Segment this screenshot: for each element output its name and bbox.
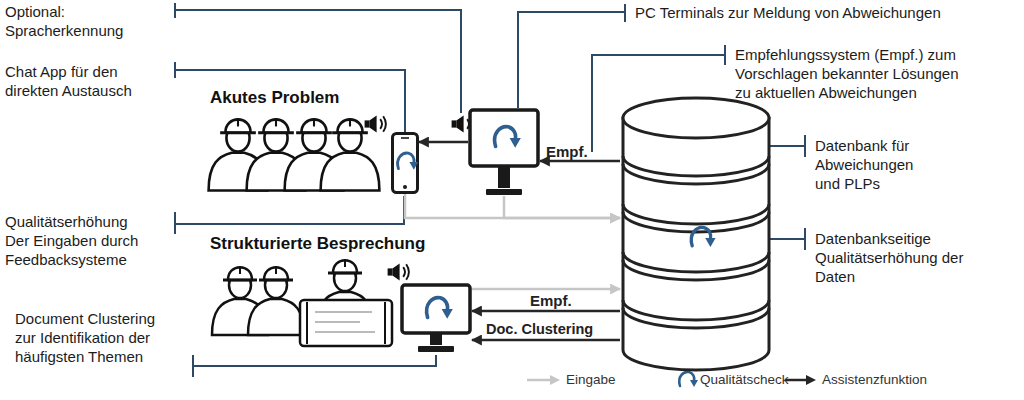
callout-text: Document Clustering zur Identifikation d… [15, 309, 175, 366]
input-line [504, 196, 620, 218]
meeting-monitor-icon [430, 333, 442, 345]
callout-text: Datenbankseitige Qualitätserhöhung der D… [815, 229, 990, 286]
worker-group-meeting [212, 259, 392, 346]
meeting-monitor-icon [400, 283, 472, 353]
meeting-monitor-icon: Document Clustering zur Identifikation d… [400, 283, 472, 353]
smartphone-icon [393, 134, 418, 193]
callout-text: Empfehlungssystem (Empf.) zum Vorschlage… [735, 45, 973, 102]
quality-check-symbol [495, 127, 521, 148]
legend-sample [806, 375, 816, 385]
smartphone-icon [401, 137, 409, 139]
callout-text: PC Terminals zur Meldung von Abweichunge… [635, 3, 1020, 22]
speaker-symbol [388, 264, 409, 281]
quality-check-symbol [398, 153, 419, 170]
assist-arrow [472, 339, 620, 342]
pc-terminal-icon [486, 189, 522, 195]
pc-terminal-icon [470, 110, 538, 166]
callout-text: Optional: Spracherkennung [5, 2, 155, 40]
database-cylinder [623, 260, 769, 280]
speaker-symbol [365, 116, 473, 281]
legend-sample [550, 375, 560, 385]
assist-arrow [472, 310, 620, 313]
smartphone-icon [403, 185, 407, 189]
legend-text: Qualitätscheck [700, 371, 789, 389]
blueprint-plan [315, 312, 375, 332]
input-line [405, 194, 620, 218]
database-cylinder [623, 204, 769, 224]
legend-text: Eingabe [566, 371, 616, 389]
callout-text: Qualitätserhöhung Der Eingaben durch Fee… [5, 212, 155, 269]
worker-figure [248, 266, 304, 335]
meeting-monitor-icon [402, 285, 470, 333]
callout-text: Chat App für den direkten Austausch [5, 62, 155, 100]
edge-label: Empf. [546, 143, 588, 160]
edge-label: Doc. Clustering [486, 321, 593, 338]
database-cylinder [620, 96, 772, 372]
leader-line [193, 355, 436, 377]
database-cylinder: Datenbank für Abweichungen und PLPsDaten… [620, 96, 772, 372]
group-heading: Strukturierte Besprechung [210, 234, 450, 254]
pc-terminal-icon [498, 166, 510, 188]
smartphone-icon: Chat App für den direkten AustauschQuali… [391, 132, 419, 194]
database-cylinder [623, 164, 769, 184]
database-cylinder [623, 308, 769, 328]
callout-text: Datenbank für Abweichungen und PLPs [815, 136, 925, 193]
database-cylinder [623, 252, 769, 272]
smartphone-icon [391, 132, 419, 194]
assist-arrow [419, 141, 468, 144]
blueprint-plan [300, 300, 392, 346]
quality-check-symbol [427, 298, 453, 319]
quality-check-symbol [679, 372, 698, 387]
group-heading: Akutes Problem [210, 88, 410, 108]
database-cylinder [623, 156, 769, 176]
database-cylinder [623, 118, 769, 370]
database-cylinder [623, 300, 769, 320]
pc-terminal-icon [468, 108, 540, 196]
assist-arrow [540, 160, 620, 163]
blueprint-plan [300, 300, 392, 346]
leader-line [175, 3, 461, 113]
quality-check-symbol [691, 227, 715, 247]
leader-line [175, 196, 404, 234]
blueprint-plan [307, 302, 385, 344]
pc-terminal-icon: PC Terminals zur Meldung von Abweichunge… [468, 108, 540, 196]
input-line [472, 288, 620, 291]
legend-sample [527, 379, 552, 382]
worker-figure [321, 118, 380, 190]
database-cylinder [623, 98, 769, 138]
edge-label: Empf. [530, 292, 572, 309]
legend-text: Assistenzfunktion [822, 371, 927, 389]
leader-line [175, 3, 805, 377]
speaker-symbol [365, 116, 386, 133]
worker-group-acute [209, 118, 380, 190]
meeting-monitor-icon [418, 346, 454, 352]
